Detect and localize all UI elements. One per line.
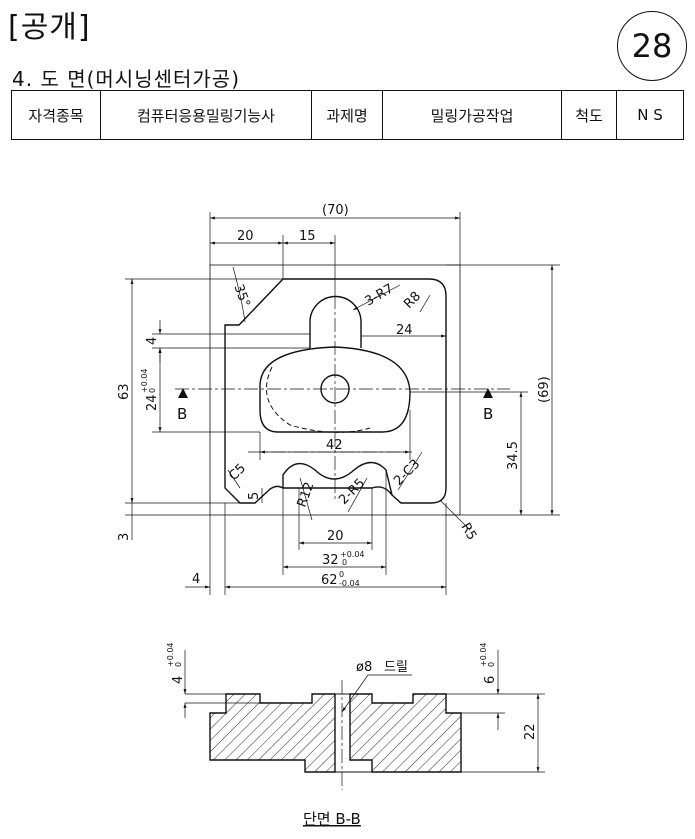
depth-6-tol-lower: 0 bbox=[487, 662, 496, 667]
dim-62-tol-lower: -0.04 bbox=[339, 579, 360, 588]
dim-24-tol-lower: 0 bbox=[148, 388, 157, 393]
header-title: [공개] bbox=[8, 10, 91, 45]
section-label-right: B bbox=[483, 405, 493, 423]
section-body-right bbox=[349, 693, 462, 773]
dim-3: 3 bbox=[117, 533, 132, 541]
dim-24-tol-upper: +0.04 bbox=[140, 368, 149, 393]
dim-32-tol-upper: +0.04 bbox=[340, 550, 365, 559]
dim-4-bottom: 4 bbox=[192, 572, 200, 587]
boss-contour bbox=[309, 295, 362, 348]
section-arrow-left bbox=[178, 388, 188, 398]
dim-top-20: 20 bbox=[237, 229, 254, 244]
dim-63: 63 bbox=[117, 383, 132, 400]
slot-contour bbox=[282, 461, 393, 496]
info-table: 자격종목 컴퓨터응용밀링기능사 과제명 밀링가공작업 척도 N S bbox=[11, 90, 684, 140]
section-caption: 단면 B-B bbox=[303, 810, 361, 828]
pocket-dashed-arc bbox=[265, 366, 371, 433]
height-22: 22 bbox=[523, 723, 538, 740]
dim-24-right: 24 bbox=[396, 323, 413, 338]
info-cell-scale-label: 척도 bbox=[561, 90, 617, 140]
depth-4-tol-lower: 0 bbox=[174, 662, 183, 667]
info-cell-qualification-value: 컴퓨터응용밀링기능사 bbox=[100, 90, 312, 140]
section-label-left: B bbox=[177, 405, 187, 423]
drill-diameter: ø8 bbox=[356, 660, 372, 675]
centre-lines bbox=[175, 295, 510, 500]
dim-32: 32 bbox=[322, 553, 339, 568]
depth-6-tol-upper: +0.04 bbox=[479, 642, 488, 667]
section-body bbox=[209, 693, 336, 773]
drawing-subtitle: 4. 도 면(머시닝센터가공) bbox=[12, 67, 241, 91]
info-cell-scale-value: N S bbox=[616, 90, 684, 140]
dim-5: 5 bbox=[247, 492, 262, 500]
dim-32-tol-lower: 0 bbox=[342, 558, 347, 567]
section-view: 4 +0.04 0 6 +0.04 0 ø8 드릴 22 단면 B-B bbox=[166, 642, 545, 828]
dim-c5: C5 bbox=[226, 461, 249, 484]
dim-2-r5: 2-R5 bbox=[336, 476, 368, 508]
drill-label: 드릴 bbox=[384, 660, 408, 675]
pocket-contour bbox=[259, 346, 411, 433]
dim-62-tol-upper: 0 bbox=[339, 570, 344, 579]
dim-24-tol: 24 bbox=[145, 394, 160, 411]
depth-4-tol-upper: +0.04 bbox=[166, 642, 175, 667]
dim-r8: R8 bbox=[401, 289, 424, 312]
dim-34-5: 34.5 bbox=[506, 441, 521, 470]
dim-69: (69) bbox=[537, 376, 552, 403]
dimension-lines bbox=[125, 212, 560, 595]
dim-top-15: 15 bbox=[299, 229, 316, 244]
depth-4-label: 4 bbox=[171, 676, 186, 684]
dim-20: 20 bbox=[327, 529, 344, 544]
dim-3-r7: 3-R7 bbox=[363, 281, 397, 309]
dim-62: 62 bbox=[321, 573, 338, 588]
plan-view bbox=[175, 264, 510, 516]
dim-angle: 35° bbox=[231, 283, 253, 310]
dim-42: 42 bbox=[326, 438, 343, 453]
dim-r12: R12 bbox=[295, 480, 318, 509]
dim-2-c3: 2-C3 bbox=[391, 457, 423, 489]
section-arrow-right bbox=[483, 388, 493, 398]
depth-6-label: 6 bbox=[483, 676, 498, 684]
page-number-badge: 28 bbox=[617, 11, 687, 81]
dim-r5: R5 bbox=[458, 521, 480, 543]
dim-4: 4 bbox=[145, 337, 160, 345]
info-cell-qualification-label: 자격종목 bbox=[11, 90, 101, 140]
dim-overall-width: (70) bbox=[322, 203, 349, 218]
